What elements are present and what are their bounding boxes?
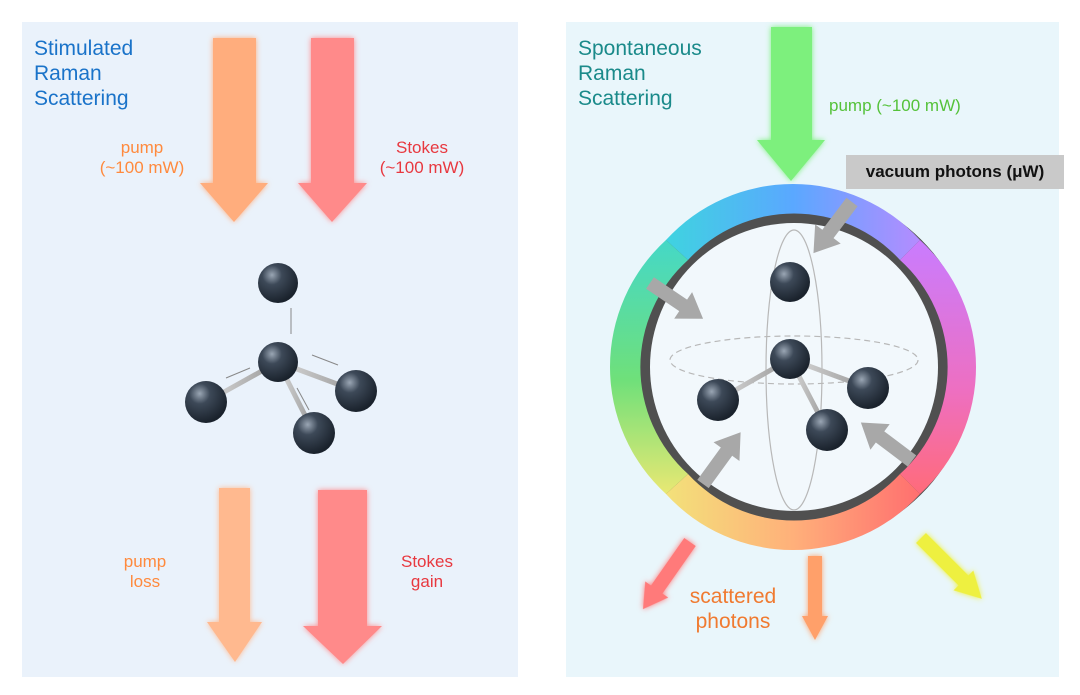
vacuum-arrow: [813, 197, 858, 254]
vacuum-arrow: [646, 277, 704, 319]
vacuum-photon-arrows: [646, 197, 917, 489]
scattered-yellow-arrow: [916, 533, 982, 599]
atom: [770, 262, 810, 302]
vacuum-photons-label: vacuum photons (μW): [865, 162, 1045, 181]
vacuum-arrow: [697, 432, 741, 489]
atom: [806, 409, 848, 451]
left-title: Stimulated Raman Scattering: [34, 37, 134, 111]
right-title: Spontaneous Raman Scattering: [578, 37, 702, 111]
pump-loss-arrow: [207, 488, 262, 662]
atom: [847, 367, 889, 409]
atom-center: [258, 342, 298, 382]
atom: [293, 412, 335, 454]
atom: [697, 379, 739, 421]
stokes-in-arrow: [298, 38, 367, 222]
left-molecule: [185, 263, 377, 454]
atom: [258, 263, 298, 303]
scattered-red-arrow: [642, 537, 696, 610]
stokes-in-label: Stokes (~100 mW): [379, 138, 465, 178]
green-pump-arrow: [757, 27, 825, 181]
scattered-photons-label: scattered photons: [689, 585, 777, 634]
vacuum-photons-box: vacuum photons (μW): [846, 155, 1064, 189]
scattered-orange-arrow: [802, 556, 828, 640]
green-pump-label: pump (~100 mW): [829, 96, 961, 115]
atom-center: [770, 339, 810, 379]
atom: [335, 370, 377, 412]
atom: [185, 381, 227, 423]
pump-in-label: pump (~100 mW): [99, 138, 185, 178]
vibration-arrows: [225, 308, 339, 411]
pump-loss-label: pump loss: [123, 552, 167, 592]
right-molecule: [697, 262, 889, 451]
vacuum-arrow: [860, 422, 917, 467]
pump-in-arrow: [200, 38, 268, 222]
stokes-gain-arrow: [303, 490, 382, 664]
stokes-gain-label: Stokes gain: [401, 552, 453, 592]
